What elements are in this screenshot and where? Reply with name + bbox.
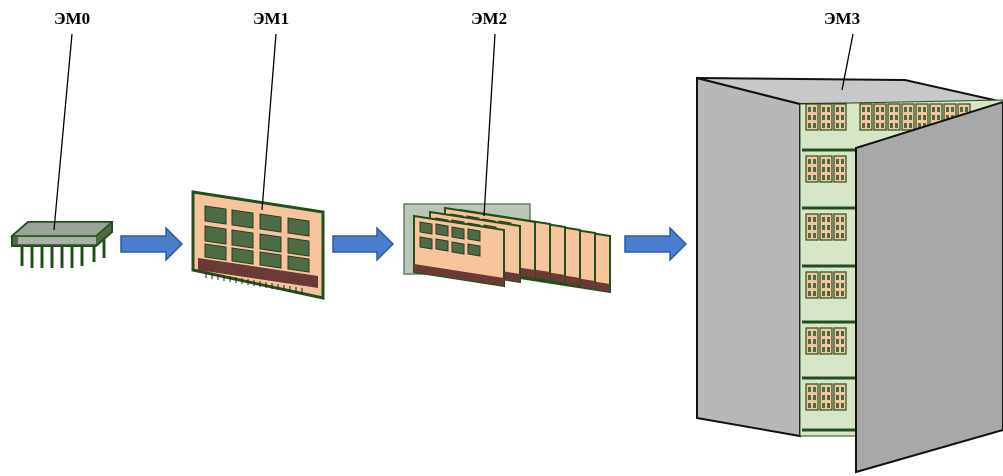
arrow-em1-to-em2 — [332, 226, 395, 262]
arrow-em0-to-em1 — [120, 226, 184, 262]
leader-line-em3 — [841, 33, 854, 91]
leader-line-em2 — [483, 33, 496, 217]
em1-memory-module-icon — [191, 190, 325, 300]
em3-cabinet-icon — [696, 76, 1003, 474]
em0-chip-icon — [10, 221, 114, 268]
label-em2: ЭМ2 — [471, 9, 507, 28]
label-em1: ЭМ1 — [253, 9, 289, 28]
label-em3: ЭМ3 — [824, 9, 860, 28]
em2-module-stack-icon — [403, 203, 611, 293]
arrow-em2-to-em3 — [624, 226, 688, 262]
label-em0: ЭМ0 — [54, 9, 90, 28]
leader-line-em0 — [53, 33, 73, 231]
leader-line-em1 — [261, 33, 277, 211]
